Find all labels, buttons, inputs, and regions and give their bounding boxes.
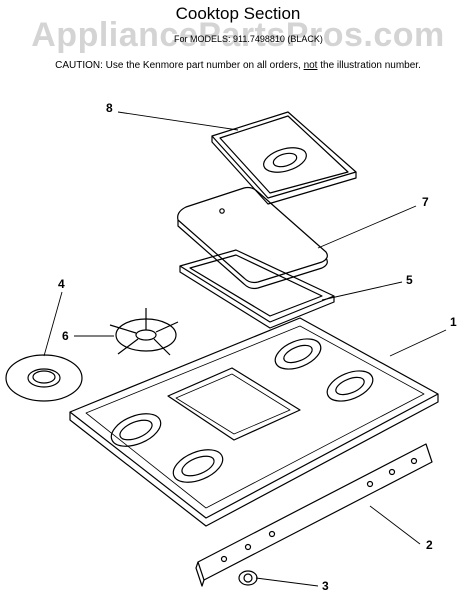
part-1-cooktop	[69, 317, 439, 527]
part-7-cover-plate	[177, 186, 328, 290]
part-4-trim-ring	[5, 354, 83, 402]
caution-note: CAUTION: Use the Kenmore part number on …	[0, 60, 476, 71]
leader-5	[321, 281, 403, 301]
leader-3	[255, 577, 319, 587]
callout-7: 7	[422, 195, 429, 209]
leader-lines	[43, 111, 447, 587]
part-5-gasket	[179, 249, 335, 329]
callout-3: 3	[322, 579, 329, 593]
part-3-knob	[238, 570, 258, 586]
callout-5: 5	[406, 273, 413, 287]
leader-1	[389, 329, 447, 357]
caution-suffix: the illustration number.	[317, 60, 421, 71]
caution-emphasis: not	[303, 60, 318, 71]
callout-6: 6	[62, 329, 69, 343]
callout-1: 1	[450, 315, 457, 329]
part-6-burner-grate	[109, 308, 179, 356]
leader-8	[117, 111, 239, 131]
leader-4	[43, 291, 63, 357]
callout-4: 4	[58, 277, 65, 291]
model-subtitle: For MODELS: 911.7498810 (BLACK)	[174, 34, 323, 44]
diagram-title: Cooktop Section	[175, 4, 301, 23]
leader-7	[317, 205, 417, 249]
part-2-control-panel	[195, 443, 433, 587]
callout-8: 8	[106, 101, 113, 115]
part-8-drip-tray	[211, 111, 357, 205]
watermark-logo: AppliancePartsPros.com	[31, 16, 445, 54]
callout-2: 2	[426, 538, 433, 552]
caution-prefix: CAUTION: Use the Kenmore part number on …	[55, 60, 304, 71]
leader-2	[369, 505, 421, 545]
